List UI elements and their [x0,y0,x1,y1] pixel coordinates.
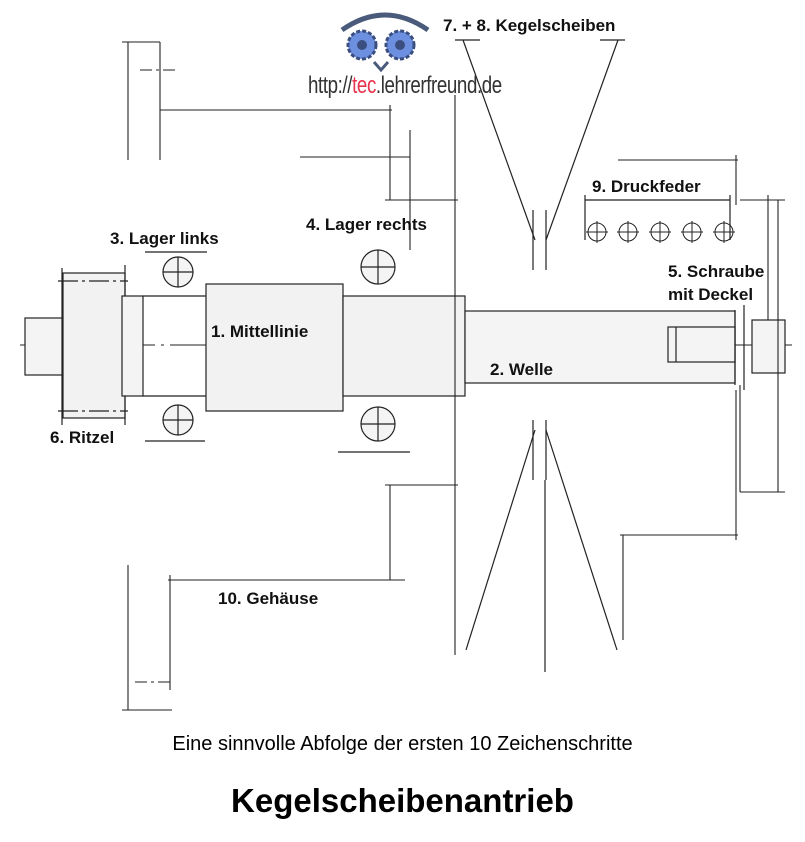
label-kegelscheiben: 7. + 8. Kegelscheiben [443,16,616,35]
logo-highlight: tec [352,72,376,99]
label-welle: 2. Welle [490,360,553,379]
label-deckel: mit Deckel [668,285,754,304]
kegelscheiben [455,39,625,672]
lager-links [143,251,207,442]
label-mittellinie: 1. Mittellinie [211,322,309,341]
label-schraube: 5. Schraube [668,262,765,281]
label-lager-rechts: 4. Lager rechts [306,215,427,234]
deckel [751,319,786,374]
label-lager-links: 3. Lager links [110,229,219,248]
logo-owl-icon [340,12,430,73]
subtitle: Eine sinnvolle Abfolge der ersten 10 Zei… [172,733,633,755]
lager-rechts [338,249,410,453]
title: Kegelscheibenantrieb [231,782,574,819]
label-ritzel: 6. Ritzel [50,428,115,447]
logo-prefix: http:// [308,72,353,99]
label-gehaeuse: 10. Gehäuse [218,589,319,608]
druckfeder [584,195,735,243]
label-druckfeder: 9. Druckfeder [592,177,701,196]
logo-suffix: .lehrerfreund.de [375,72,502,99]
logo-url: http://tec.lehrerfreund.de [308,72,502,100]
ritzel [24,265,144,425]
gehaeuse [122,41,785,711]
